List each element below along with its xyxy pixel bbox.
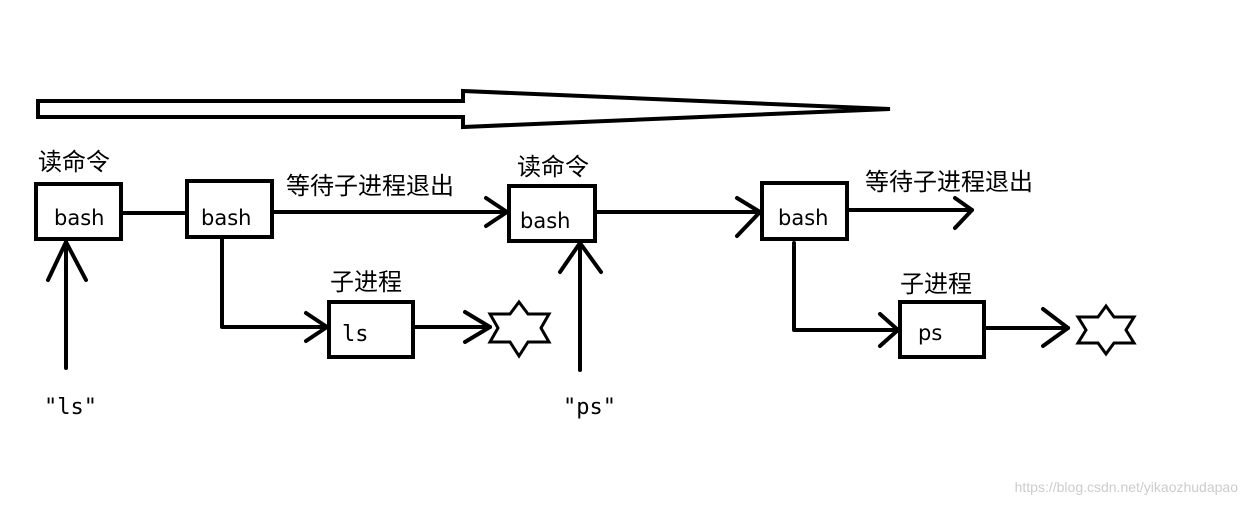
arrow-bash4-ps	[792, 241, 900, 332]
bash-box-4: bash	[760, 181, 849, 241]
bash-box-2-label: bash	[201, 206, 251, 230]
arrow-ps-input-head	[558, 241, 603, 274]
arrow-bash3-bash4-head	[735, 196, 762, 238]
time-arrow	[36, 88, 891, 130]
arrow-ls-star-head	[463, 310, 492, 344]
child-process-label-2: 子进程	[900, 270, 972, 298]
arrow-bash4-out-head	[953, 196, 974, 230]
bash-box-1: bash	[34, 182, 123, 241]
exit-star-2	[1075, 303, 1137, 357]
arrow-bash4-ps-head	[878, 312, 900, 348]
watermark: https://blog.csdn.net/yikaozhudapao	[1014, 479, 1238, 495]
ps-box-label: ps	[918, 321, 942, 345]
read-command-label-2: 读命令	[517, 153, 589, 181]
child-process-label-1: 子进程	[330, 268, 402, 296]
ls-command-input: "ls"	[44, 395, 97, 420]
arrow-ls-input-head	[46, 240, 88, 282]
ps-box: ps	[898, 300, 986, 359]
bash-box-3-label: bash	[520, 209, 570, 233]
ls-box: ls	[327, 300, 415, 359]
exit-star-1	[487, 299, 552, 359]
read-command-label-1: 读命令	[38, 148, 110, 176]
ps-command-input: "ps"	[563, 395, 616, 420]
arrow-bash2-ls-head	[304, 311, 329, 343]
wait-child-exit-label-2: 等待子进程退出	[865, 168, 1033, 196]
ls-box-label: ls	[342, 322, 369, 347]
arrow-ps-star-head	[1041, 307, 1070, 348]
bash-box-1-label: bash	[54, 206, 104, 230]
arrow-bash2-bash3-head	[484, 196, 509, 228]
bash-box-3: bash	[507, 184, 597, 243]
bash-box-2: bash	[185, 179, 274, 239]
arrow-bash2-ls	[220, 235, 329, 329]
bash-box-4-label: bash	[778, 206, 828, 230]
wait-child-exit-label-1: 等待子进程退出	[286, 172, 454, 200]
